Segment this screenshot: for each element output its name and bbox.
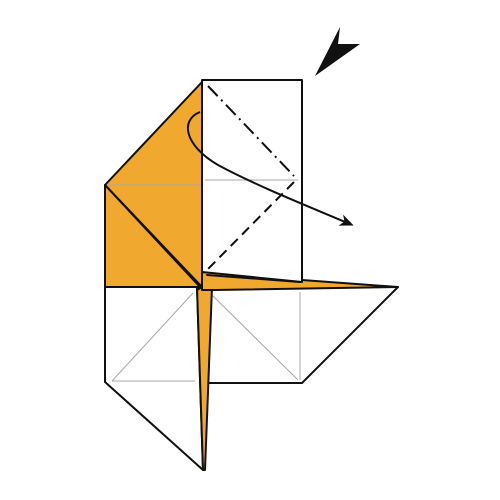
mountain-fold-line bbox=[207, 85, 295, 177]
upper-left-colored-panel bbox=[104, 81, 203, 288]
fold-over-arrow bbox=[186, 111, 354, 226]
valley-fold-line bbox=[206, 181, 295, 271]
bottom-right-flap bbox=[204, 286, 399, 384]
bottom-left-flap bbox=[104, 286, 204, 471]
view-direction-arrow-icon bbox=[315, 27, 360, 76]
